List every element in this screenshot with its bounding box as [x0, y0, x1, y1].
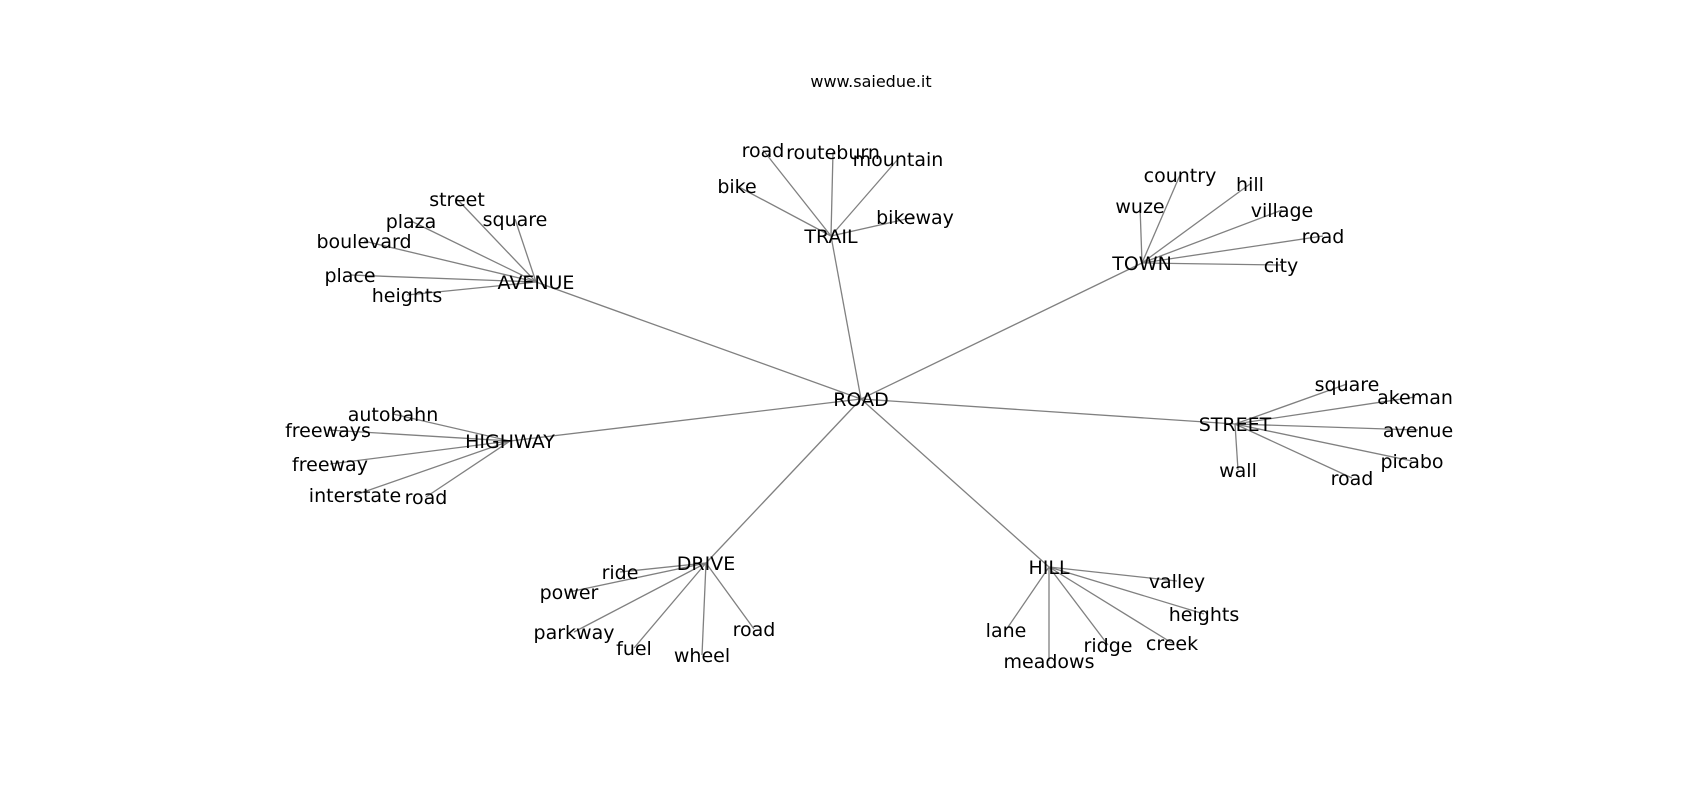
edge-town-0: [1141, 174, 1181, 264]
edge-street-5: [1234, 423, 1239, 471]
edge-street-0: [1234, 383, 1348, 425]
edge-drive-5: [705, 562, 755, 630]
leaf-node-hill-1: heights: [1169, 604, 1239, 626]
edge-trail-4: [830, 216, 916, 237]
edge-town-3: [1141, 209, 1283, 264]
root-node-label: ROAD: [833, 389, 888, 411]
leaf-node-drive-1: power: [540, 582, 599, 604]
leaf-node-highway-1: freeways: [285, 420, 371, 442]
cluster-node-trail: TRAIL: [803, 226, 858, 248]
edge-street-1: [1234, 396, 1416, 425]
cluster-node-avenue: AVENUE: [498, 272, 575, 294]
leaf-node-street-4: road: [1331, 468, 1374, 490]
leaf-node-street-1: akeman: [1377, 387, 1453, 409]
edge-avenue-5: [406, 281, 537, 296]
cluster-node-street: STREET: [1199, 414, 1272, 436]
leaf-node-town-2: wuze: [1115, 196, 1164, 218]
leaf-node-street-5: wall: [1219, 460, 1257, 482]
leaf-node-street-0: square: [1315, 374, 1380, 396]
leaf-node-drive-3: fuel: [616, 638, 652, 660]
leaf-node-avenue-3: boulevard: [316, 231, 411, 253]
leaf-node-highway-4: road: [405, 487, 448, 509]
leaf-node-street-3: picabo: [1380, 451, 1443, 473]
edge-town-4: [1141, 235, 1324, 264]
leaf-node-drive-5: road: [733, 619, 776, 641]
leaf-node-street-2: avenue: [1383, 420, 1453, 442]
edge-hill-0: [1048, 566, 1178, 582]
edge-trail-0: [762, 149, 832, 237]
cluster-node-town: TOWN: [1111, 253, 1172, 275]
edge-town-5: [1141, 262, 1282, 266]
leaf-node-avenue-2: plaza: [386, 211, 437, 233]
leaf-node-trail-2: mountain: [853, 149, 944, 171]
leaf-node-town-1: hill: [1236, 174, 1264, 196]
edges-layer: [327, 149, 1419, 661]
leaf-node-trail-4: bikeway: [876, 207, 954, 229]
edge-avenue-2: [410, 220, 537, 283]
edge-street-4: [1234, 423, 1353, 479]
edge-highway-0: [392, 413, 511, 442]
leaf-node-avenue-5: heights: [372, 285, 442, 307]
leaf-node-avenue-4: place: [324, 265, 375, 287]
leaf-node-trail-3: bike: [717, 176, 756, 198]
edge-hill-5: [1005, 566, 1050, 631]
edge-avenue-4: [349, 274, 537, 283]
edge-highway-1: [327, 429, 511, 442]
edge-root-avenue: [535, 281, 862, 400]
edge-drive-4: [701, 562, 707, 656]
edge-street-2: [1234, 423, 1419, 431]
edge-town-2: [1139, 205, 1143, 264]
edge-avenue-0: [456, 198, 537, 283]
cluster-node-drive: DRIVE: [677, 553, 735, 575]
edge-root-hill: [860, 398, 1050, 568]
leaf-node-town-3: village: [1251, 200, 1313, 222]
edge-root-trail: [830, 235, 862, 400]
leaf-node-avenue-0: street: [429, 189, 485, 211]
leaf-node-highway-0: autobahn: [348, 404, 439, 426]
leaf-node-town-4: road: [1302, 226, 1345, 248]
leaf-node-avenue-1: square: [483, 209, 548, 231]
edge-drive-0: [619, 562, 707, 573]
edge-drive-1: [568, 562, 707, 593]
edge-hill-2: [1048, 566, 1173, 644]
leaf-node-drive-0: ride: [602, 562, 639, 584]
edge-street-3: [1234, 423, 1413, 462]
leaf-node-trail-0: road: [742, 140, 785, 162]
leaf-node-hill-0: valley: [1149, 571, 1205, 593]
edge-highway-3: [354, 440, 511, 496]
leaf-node-town-0: country: [1144, 165, 1217, 187]
edge-root-drive: [705, 398, 862, 564]
leaf-node-town-5: city: [1264, 255, 1298, 277]
edge-root-street: [860, 398, 1236, 425]
credit-text: www.saiedue.it: [810, 72, 931, 91]
leaf-node-highway-2: freeway: [292, 454, 368, 476]
edge-avenue-1: [514, 218, 537, 283]
leaf-node-hill-2: creek: [1146, 633, 1198, 655]
cluster-node-highway: HIGHWAY: [465, 431, 555, 453]
edge-drive-2: [573, 562, 707, 633]
edge-trail-2: [830, 158, 899, 237]
edge-drive-3: [633, 562, 707, 649]
edge-highway-4: [425, 440, 511, 498]
leaf-node-trail-1: routeburn: [786, 142, 880, 164]
edge-trail-3: [736, 185, 832, 237]
edge-root-town: [860, 262, 1143, 400]
leaf-node-highway-3: interstate: [309, 485, 401, 507]
edge-hill-3: [1048, 566, 1109, 646]
leaf-node-drive-2: parkway: [534, 622, 615, 644]
leaf-node-drive-4: wheel: [674, 645, 730, 667]
cluster-node-hill: HILL: [1028, 557, 1069, 579]
leaf-node-hill-4: meadows: [1004, 651, 1095, 673]
edge-trail-1: [830, 151, 834, 237]
edge-highway-2: [329, 440, 511, 465]
edge-avenue-3: [363, 240, 537, 283]
leaf-node-hill-5: lane: [986, 620, 1027, 642]
edge-root-highway: [509, 398, 862, 442]
edge-hill-1: [1048, 566, 1205, 615]
leaf-node-hill-3: ridge: [1084, 635, 1133, 657]
edge-town-1: [1141, 183, 1251, 264]
